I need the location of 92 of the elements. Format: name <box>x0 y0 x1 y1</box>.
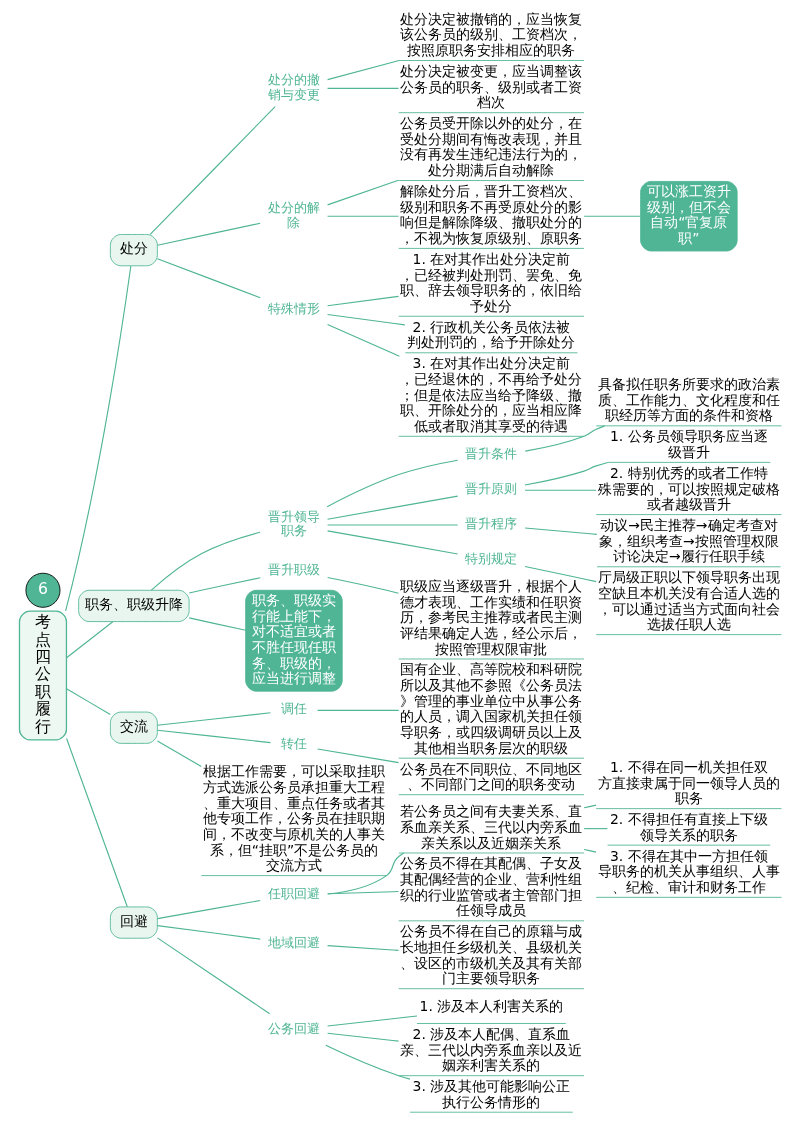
node-text: 动议→民主推荐→确定考查对象，组织考查→按照管理权限讨论决定→履行任职手续 <box>598 517 779 565</box>
node-text: 国有企业、高等院校和科研院所以及其他不参照《公务员法》管理的事业单位中从事公务的人员，调入国家机关担任领导职务，或四级调研员以上及其他相当职务层次的职级 <box>399 661 582 756</box>
node-text: 职级应当逐级晋升，根据个人德才表现、工作实绩和任职资历，参考民主推荐或者民主测评结果确定人选，经公示后，按照管理权限审批 <box>399 577 582 657</box>
node-text: 1. 公务员领导职务应当逐级晋升 <box>609 428 768 460</box>
connector <box>523 565 597 583</box>
connector <box>326 945 399 951</box>
node-text: 2. 特别优秀的或者工作特殊需要的，可以按照规定破格或者越级晋升 <box>597 464 780 513</box>
connector <box>523 489 597 491</box>
node-text: 处分决定被变更，应当调整该公务员的职务、级别或者工资档次 <box>399 62 582 111</box>
connector <box>583 848 597 853</box>
node-text: 晋升原则 <box>464 481 517 497</box>
node-text: 处分的解除 <box>267 199 320 230</box>
connector <box>156 222 261 246</box>
node-text: 3. 涉及其他可能影响公正执行公务情形的 <box>412 1078 570 1110</box>
node-text: 任职回避 <box>267 885 320 901</box>
node-text: 公务员在不同职位、不同地区、不同部门之间的职务变动 <box>399 760 582 793</box>
connector <box>65 621 113 659</box>
connector <box>156 258 261 299</box>
connector <box>583 804 597 809</box>
node-box: 考点四公职履行 <box>18 610 67 741</box>
node-text: 具备拟任职务所要求的政治素质、工作能力、文化程度和任职经历等方面的条件和资格 <box>597 376 780 424</box>
node-box: 可以涨工资升级别，但不会自动“官复原职” <box>639 180 738 252</box>
node-text: 公务员受开除以外的处分，在受处分期间有悔改表现，并且没有再发生违纪违法行为的，处分期满后自动解除 <box>399 115 582 179</box>
node-box: 回避 <box>109 906 158 939</box>
node-text: 公务员不得在其配偶、子女及其配偶经营的企业、营利性组织的行业监管或者主管部门担任领导成员 <box>399 855 582 919</box>
node-text: 1. 在对其作出处分决定前，已经被判处刑罚、罢免、免职、辞去领导职务的，依旧给予处分 <box>399 250 582 314</box>
node-text: 公务回避 <box>267 1020 320 1036</box>
connector <box>523 527 597 535</box>
connector <box>326 87 399 89</box>
node-text: 晋升程序 <box>464 516 517 532</box>
connector <box>65 737 128 908</box>
connector <box>316 709 399 711</box>
node-text: 转任 <box>280 736 307 752</box>
connector <box>326 576 399 594</box>
node-text: 地域回避 <box>267 934 320 950</box>
node-text: 公务员不得在自己的原籍与成长地担任乡级机关、县级机关、设区的市级机关及其有关部门主要领导职务 <box>399 923 582 987</box>
connector <box>326 215 399 217</box>
connector <box>523 461 608 486</box>
node-text: 调任 <box>280 701 307 717</box>
connector <box>156 729 271 744</box>
connector <box>326 60 400 81</box>
connector <box>326 495 458 520</box>
connector <box>188 617 246 631</box>
node-text: 晋升条件 <box>464 446 517 462</box>
node-text: 3. 在对其作出处分决定前，已经退休的，不再给予处分；但是依法应当给予降级、撤职、开除处分的，应当相应降低或者取消其享受的待遇 <box>399 355 582 434</box>
node-text: 处分的撤销与变更 <box>267 71 320 102</box>
connector <box>316 748 399 764</box>
node-text: 厅局级正职以下领导职务出现空缺且本机关没有合适人选的，可以通过适当方式面向社会选拔任职人选 <box>597 569 780 633</box>
connector <box>156 899 261 920</box>
connector <box>156 925 261 940</box>
connector <box>156 937 270 1015</box>
node-text: 3. 不得在其中一方担任领导职务的机关从事组织、人事、纪检、审计和财务工作 <box>597 847 780 895</box>
connector <box>149 106 276 235</box>
connector <box>326 890 399 895</box>
connector <box>156 712 271 726</box>
connector <box>324 1044 410 1080</box>
node-text: 晋升职级 <box>267 562 320 578</box>
node-text: 2. 不得担任有直接上下级领导关系的职务 <box>609 811 768 843</box>
connector <box>64 265 131 612</box>
connector <box>326 313 405 326</box>
connector <box>326 852 404 895</box>
connector <box>583 215 641 217</box>
node-text: 特殊情形 <box>267 301 320 317</box>
connector <box>524 425 605 452</box>
connector <box>326 324 400 357</box>
connector <box>326 1015 418 1027</box>
node-text: 1. 不得在同一机关担任双方直接隶属于同一领导人员的职务 <box>597 758 780 807</box>
connector <box>65 688 111 715</box>
node-text: 解除处分后，晋升工资档次、级别和职务不再受原处分的影响但是解除降级、撤职处分的，不视为恢复原级别、原职务 <box>399 183 582 246</box>
connector <box>326 459 458 508</box>
node-text: 根据工作需要，可以采取挂职方式选派公务员承担重大工程、重大项目、重点任务或者其他专项工作，公务员在挂职期间，不改变与原机关的人事关系，但“挂职”不是公务员的交流方式 <box>202 763 385 874</box>
connector <box>326 179 399 206</box>
node-text: 处分决定被撤销的，应当恢复该公务员的级别、工资档次，按照原职务安排相应的职务 <box>399 10 582 59</box>
connector <box>150 531 261 591</box>
connector <box>326 1032 399 1042</box>
connector <box>326 295 399 307</box>
node-text: 2. 涉及本人配偶、直系血亲、三代以内旁系血亲以及近姻亲利害关系的 <box>399 1025 582 1074</box>
connector <box>583 828 608 830</box>
connector <box>188 577 261 594</box>
label: 6 <box>37 579 48 599</box>
node-box: 处分 <box>109 234 158 267</box>
connector <box>156 740 202 768</box>
node-text: 特别规定 <box>464 550 517 566</box>
connector <box>326 524 458 526</box>
connector <box>326 530 458 555</box>
node-text: 1. 涉及本人利害关系的 <box>419 998 563 1015</box>
node-box: 职务、职级升降 <box>77 589 190 623</box>
node-text: 若公务员之间有夫妻关系、直系血亲关系、三代以内旁系血亲关系以及近姻亲关系 <box>399 803 582 851</box>
node-text: 晋升领导职务 <box>267 508 320 539</box>
node-text: 2. 行政机关公务员依法被判处刑罚的，给予开除处分 <box>406 318 575 351</box>
node-box: 职务、职级实行能上能下，对不适宜或者不胜任现任职务、职级的，应当进行调整 <box>244 589 343 692</box>
node-box: 交流 <box>109 711 158 744</box>
